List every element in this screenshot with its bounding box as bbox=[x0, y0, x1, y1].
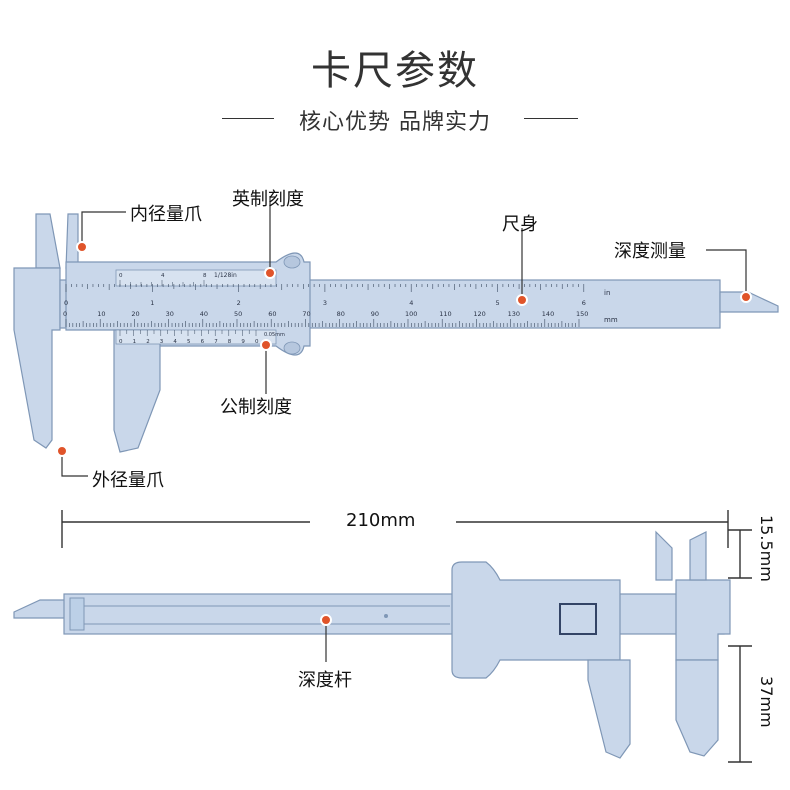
mm-tick-label: 0 bbox=[63, 310, 67, 318]
vernier-mm-label: 9 bbox=[241, 339, 245, 345]
callout-metric-scale: 公制刻度 bbox=[220, 397, 292, 418]
mm-tick-label: 140 bbox=[542, 310, 554, 318]
dot-outer-jaw bbox=[56, 445, 68, 457]
callout-imperial-scale: 英制刻度 bbox=[232, 189, 304, 210]
main-scale-ticks bbox=[65, 284, 585, 327]
bottom-slider-window bbox=[559, 603, 597, 635]
mm-tick-label: 150 bbox=[576, 310, 588, 318]
thumb-grip-lower bbox=[283, 341, 301, 355]
inch-tick-label: 1 bbox=[150, 299, 154, 307]
mm-tick-label: 20 bbox=[131, 310, 139, 318]
vernier-mm-label: 1 bbox=[133, 339, 137, 345]
dot-metric bbox=[260, 339, 272, 351]
vernier-inch-label: 0 bbox=[119, 273, 123, 279]
rivet bbox=[384, 614, 388, 618]
vernier-scale-ticks bbox=[119, 280, 257, 336]
mm-tick-label: 60 bbox=[268, 310, 276, 318]
vernier-mm-label: 0 bbox=[255, 339, 259, 345]
inch-tick-label: 6 bbox=[582, 299, 586, 307]
depth-rod-back bbox=[13, 599, 67, 619]
callout-outer-jaw: 外径量爪 bbox=[92, 470, 164, 491]
dot-depth-rod bbox=[320, 614, 332, 626]
vernier-inch-label: 4 bbox=[161, 273, 165, 279]
vernier-inch-label: 8 bbox=[203, 273, 207, 279]
page-subtitle: 核心优势 品牌实力 bbox=[299, 110, 491, 135]
callout-leaders bbox=[61, 196, 747, 662]
bottom-caliper bbox=[13, 530, 731, 759]
callout-dots bbox=[56, 241, 752, 626]
bottom-inner-jaw-b bbox=[689, 531, 707, 581]
vernier-mm-label: 5 bbox=[187, 339, 191, 345]
inch-vernier-window bbox=[115, 269, 277, 287]
subtitle-row: 核心优势 品牌实力 bbox=[0, 104, 790, 135]
mm-tick-label: 90 bbox=[371, 310, 379, 318]
depth-rod-end bbox=[69, 597, 85, 631]
vernier-mm-label: 6 bbox=[201, 339, 205, 345]
dimension-jaw-small: 15.5mm bbox=[757, 515, 776, 582]
inch-tick-label: 5 bbox=[496, 299, 500, 307]
vernier-scale-labels: 0 4 8 0 1 2 3 4 5 6 7 8 9 0 bbox=[119, 273, 259, 345]
vernier-mm-label: 0.05mm bbox=[264, 332, 285, 338]
dimension-jaw-large: 37mm bbox=[757, 676, 776, 728]
mm-vernier-window bbox=[115, 329, 277, 345]
vernier-mm-label: 0 bbox=[119, 339, 123, 345]
mm-unit-label: mm bbox=[604, 316, 618, 324]
subtitle-right-rule bbox=[524, 118, 578, 119]
mm-tick-label: 40 bbox=[200, 310, 208, 318]
callout-ruler-body: 尺身 bbox=[502, 214, 538, 235]
inch-tick-label: 3 bbox=[323, 299, 327, 307]
bottom-main-beam bbox=[63, 593, 725, 635]
vernier-mm-label: 7 bbox=[214, 339, 218, 345]
bottom-inner-jaw-a bbox=[655, 530, 673, 581]
vernier-inch-label: 1/128in bbox=[214, 272, 237, 279]
sliding-inner-jaw bbox=[65, 213, 79, 269]
mm-tick-label: 130 bbox=[508, 310, 520, 318]
inch-tick-label: 0 bbox=[64, 299, 68, 307]
subtitle-left-rule bbox=[222, 118, 274, 119]
page-title: 卡尺参数 bbox=[311, 48, 479, 94]
fixed-outer-jaw bbox=[13, 267, 61, 449]
mm-tick-label: 110 bbox=[439, 310, 451, 318]
vernier-mm-label: 8 bbox=[228, 339, 232, 345]
bottom-outer-jaw-sliding bbox=[587, 659, 631, 759]
vernier-mm-label: 4 bbox=[173, 339, 177, 345]
bottom-outer-jaw-fixed bbox=[675, 659, 719, 757]
vernier-mm-label: 2 bbox=[146, 339, 150, 345]
inch-unit-label: in bbox=[604, 289, 611, 297]
sliding-outer-jaw bbox=[113, 329, 161, 453]
dimension-length: 210mm bbox=[346, 510, 416, 531]
callout-depth-measure: 深度测量 bbox=[614, 241, 686, 262]
inch-tick-label: 4 bbox=[409, 299, 413, 307]
dot-depth bbox=[740, 291, 752, 303]
dot-body bbox=[516, 294, 528, 306]
mm-tick-label: 10 bbox=[97, 310, 105, 318]
thumb-grip bbox=[283, 255, 301, 269]
bottom-fixed-head bbox=[675, 579, 731, 661]
mm-tick-label: 100 bbox=[405, 310, 417, 318]
dimension-lines bbox=[61, 510, 752, 763]
mm-tick-label: 80 bbox=[337, 310, 345, 318]
callout-depth-rod: 深度杆 bbox=[298, 670, 352, 691]
mm-tick-label: 50 bbox=[234, 310, 242, 318]
mm-tick-label: 120 bbox=[473, 310, 485, 318]
fixed-inner-jaw bbox=[35, 213, 61, 269]
callout-inner-jaw: 内径量爪 bbox=[130, 204, 202, 225]
vernier-mm-label: 3 bbox=[160, 339, 164, 345]
mm-tick-label: 70 bbox=[302, 310, 310, 318]
dot-imperial bbox=[264, 267, 276, 279]
dot-inner-jaw bbox=[76, 241, 88, 253]
inch-tick-label: 2 bbox=[237, 299, 241, 307]
mm-tick-label: 30 bbox=[166, 310, 174, 318]
